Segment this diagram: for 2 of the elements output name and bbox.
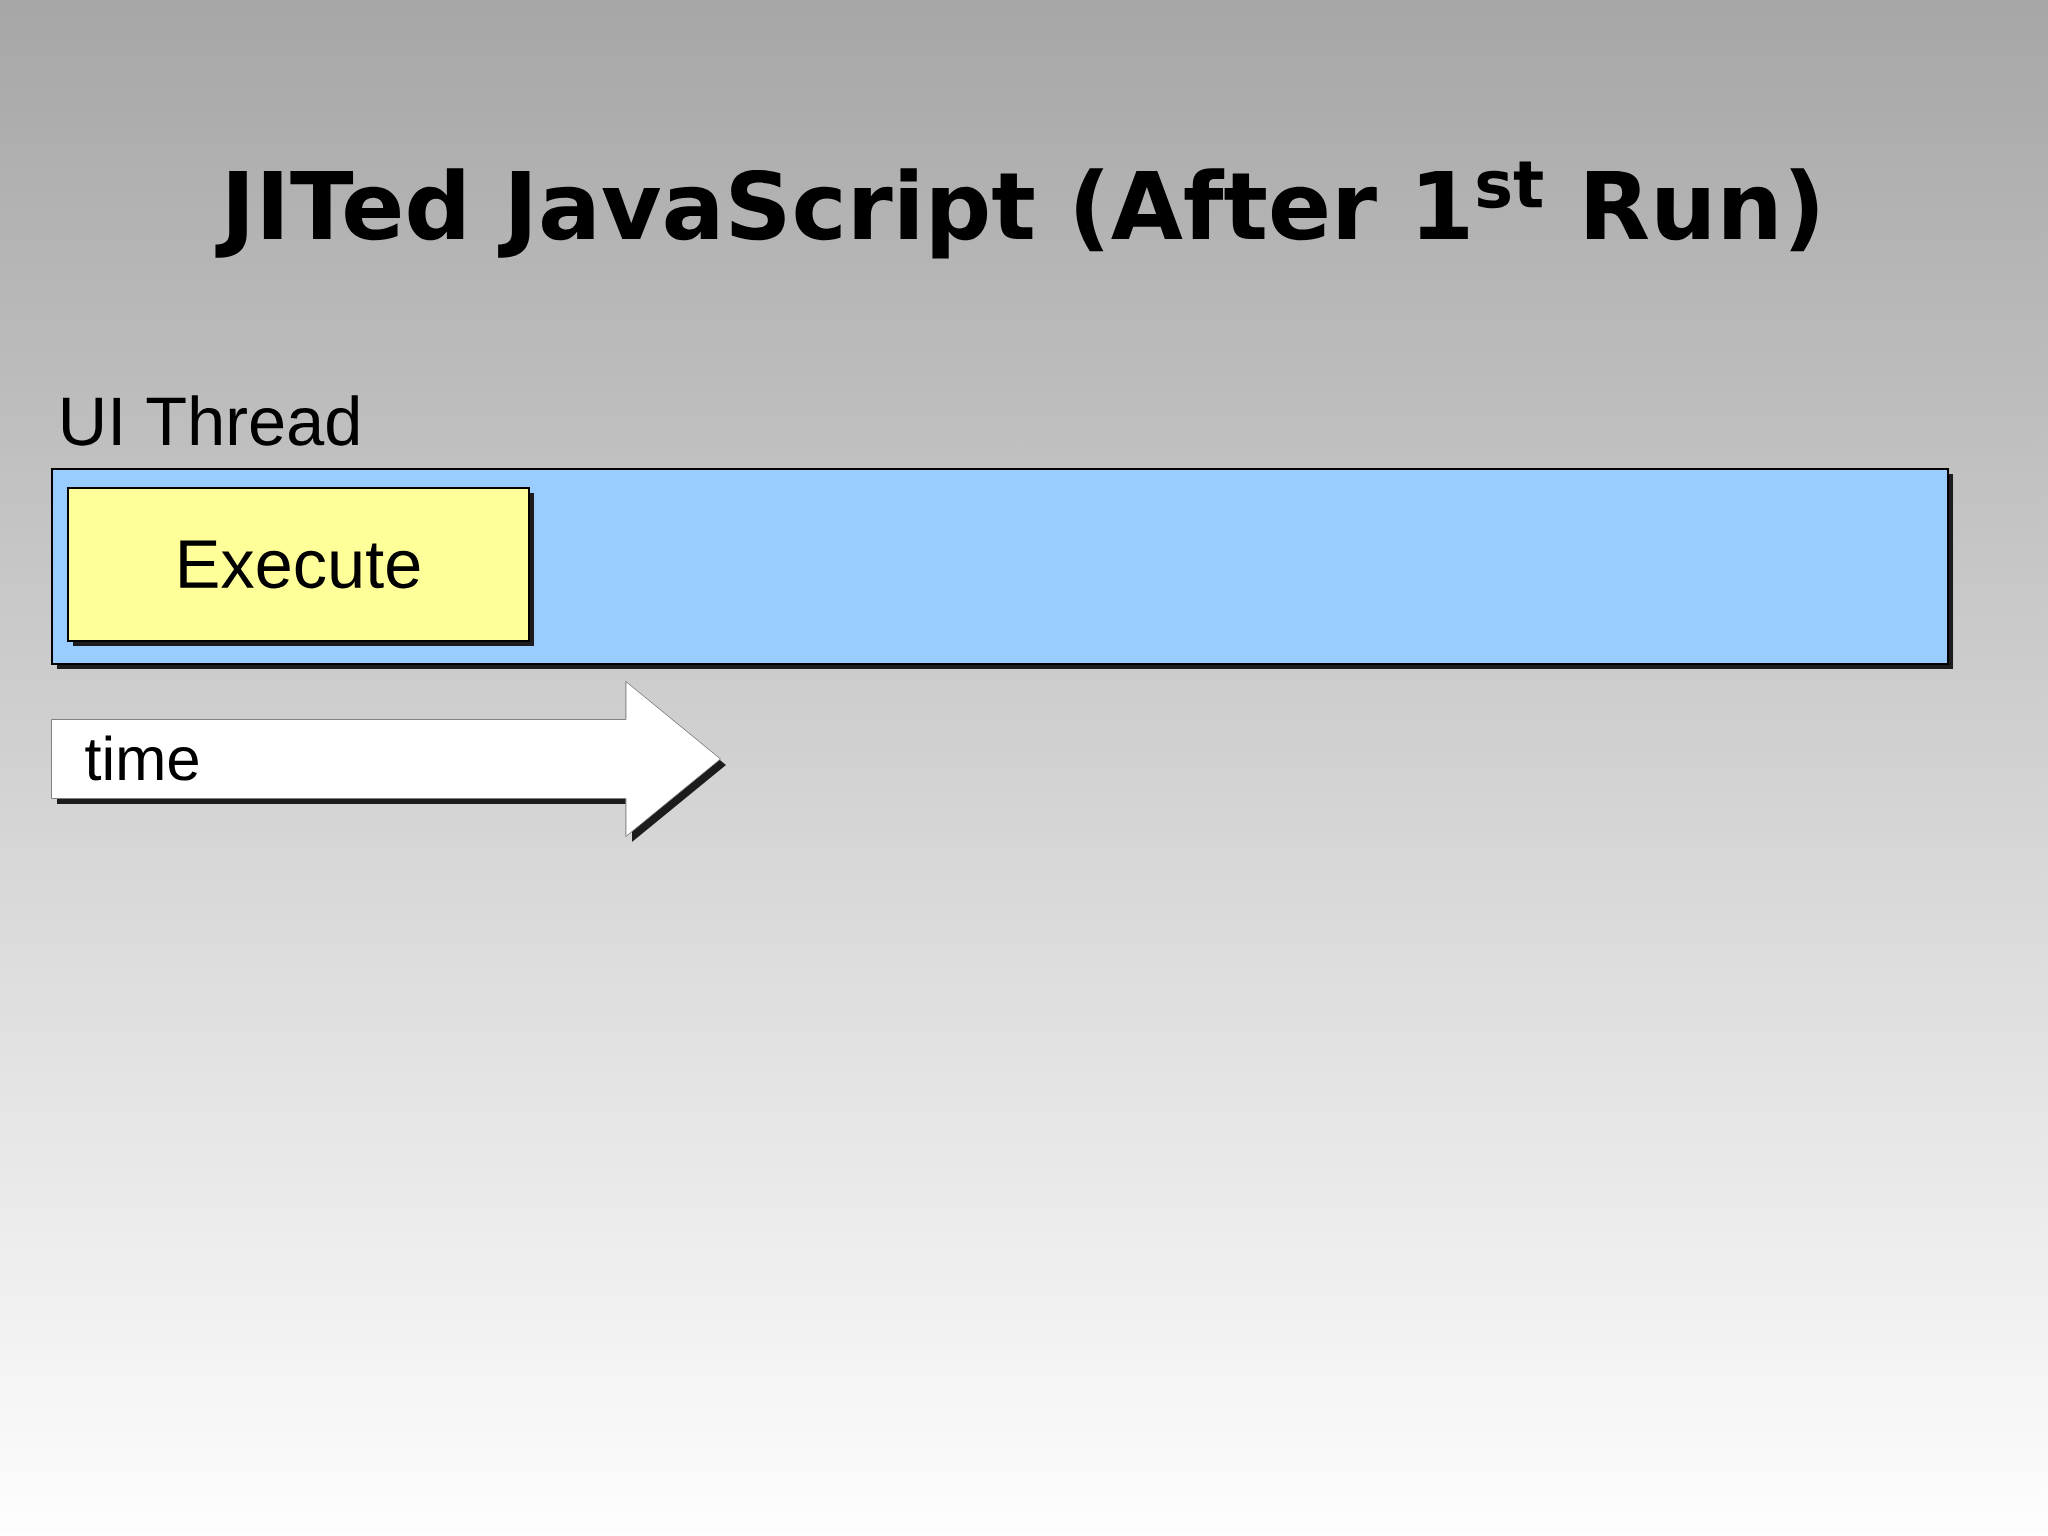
band-heading: UI Thread xyxy=(63,395,358,446)
slide-title: JITed JavaScript (After 1$^{st}$ Run) xyxy=(215,161,1818,259)
